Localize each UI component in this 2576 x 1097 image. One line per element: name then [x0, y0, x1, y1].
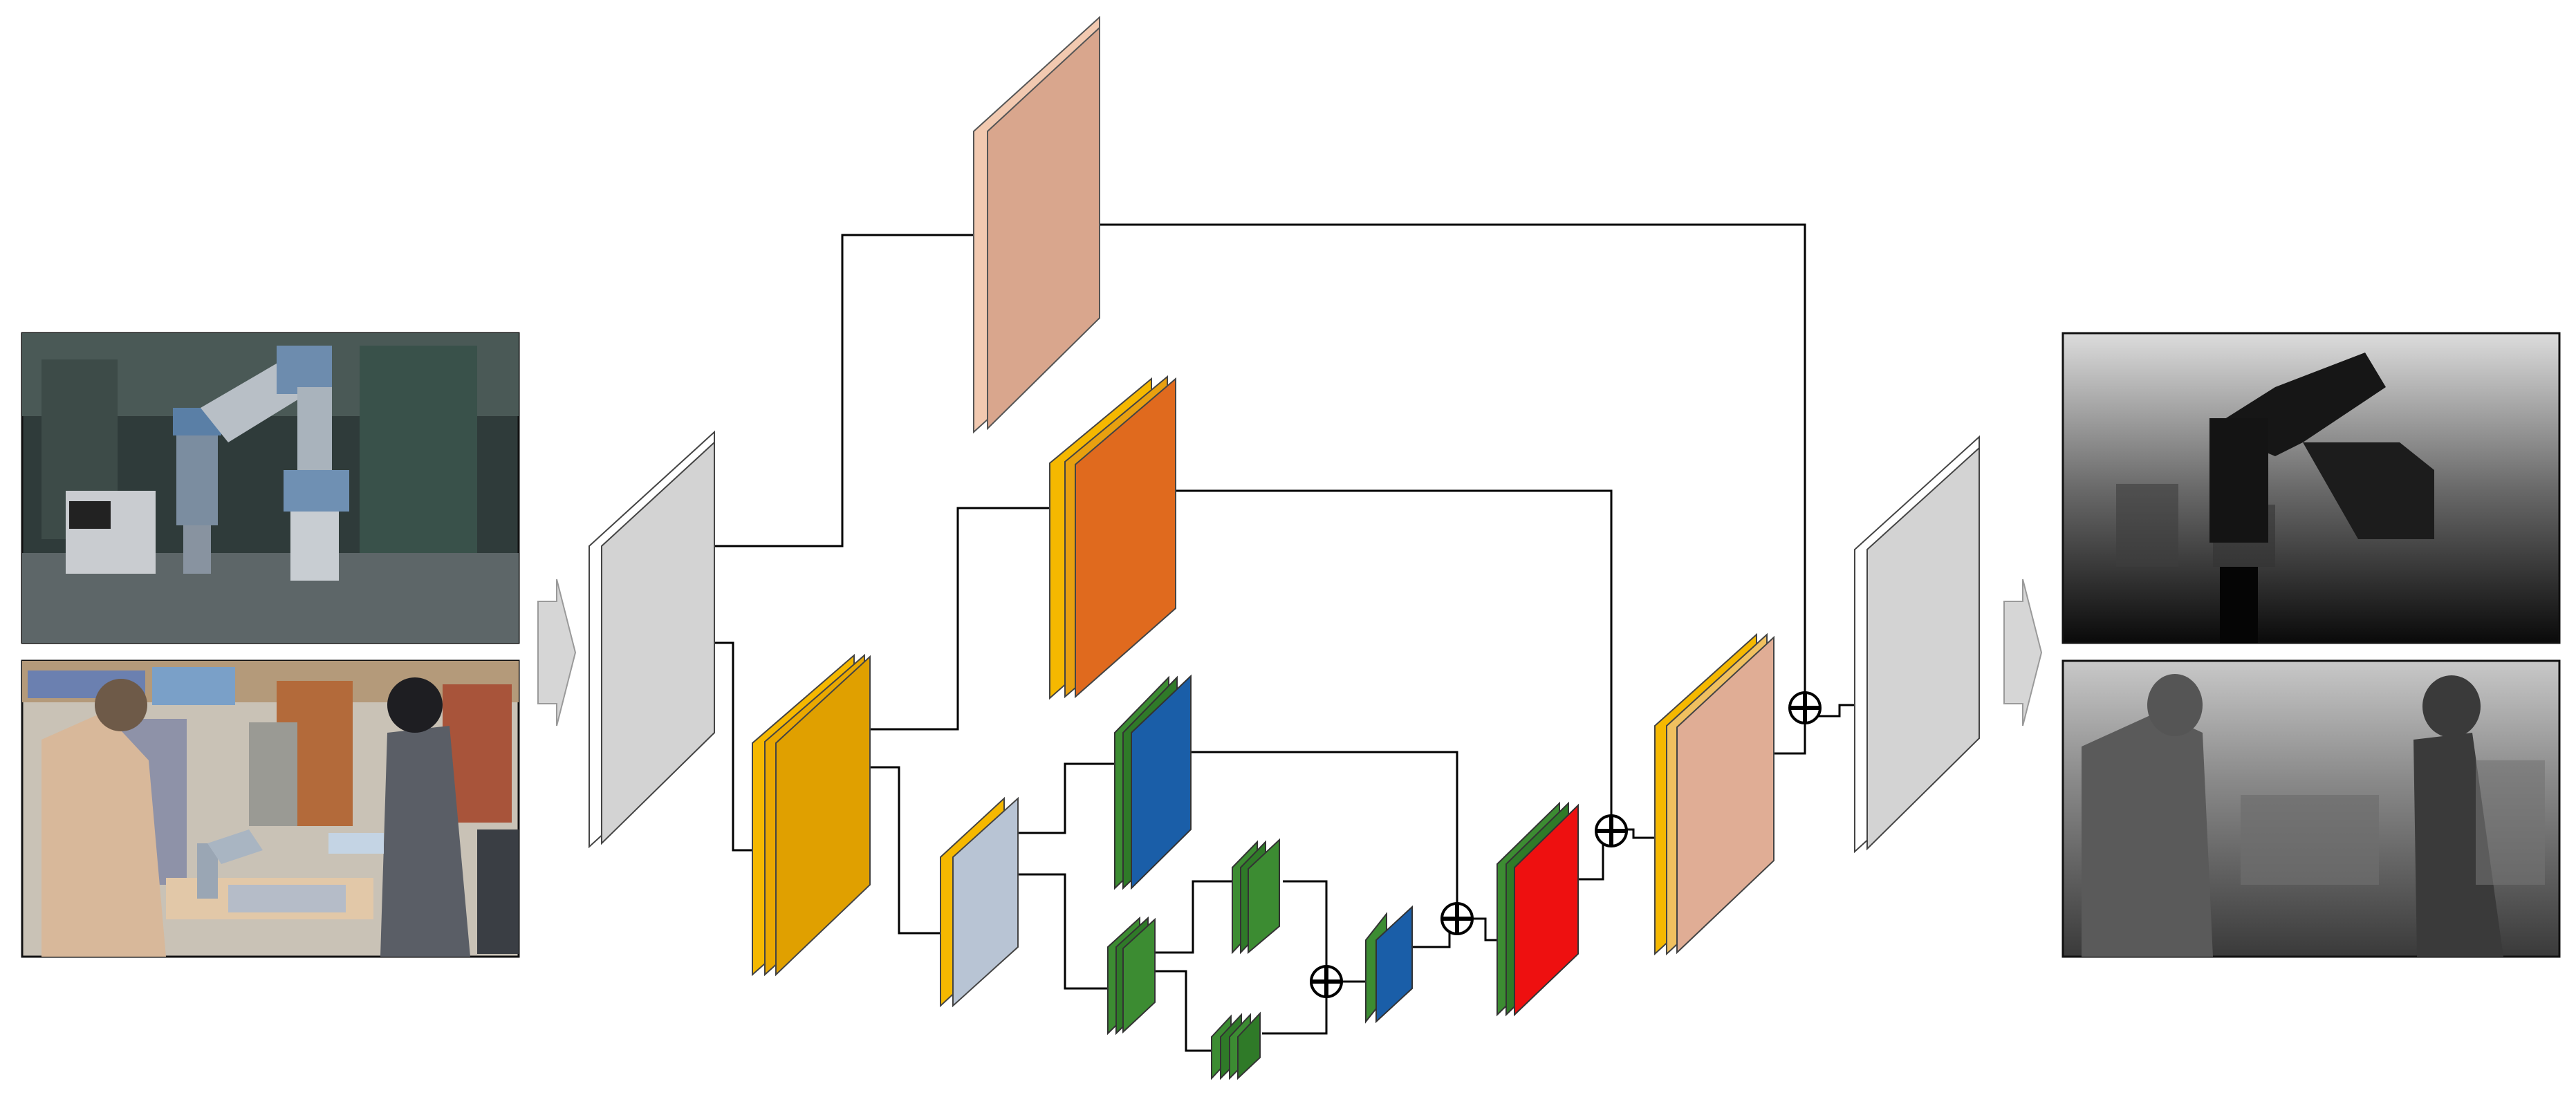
output-arrow-icon	[2003, 579, 2043, 726]
upper-tiny-green-block	[1232, 838, 1280, 955]
top-skip-block	[973, 15, 1100, 434]
depth-map-robot-arm	[2061, 332, 2561, 644]
add-operator-icon	[1440, 902, 1474, 935]
add-operator-icon	[1595, 814, 1628, 847]
skip-connections	[714, 223, 1857, 1052]
light-steel-block	[940, 796, 1019, 1008]
green-blue-block	[1114, 674, 1192, 890]
input-encoder-block	[589, 430, 715, 849]
input-arrow-icon	[537, 579, 577, 726]
add-operator-icon	[1310, 965, 1343, 998]
orange-block	[1049, 375, 1176, 700]
small-green-blue-block	[1365, 905, 1413, 1024]
bottom-tiny-green-block	[1211, 1011, 1261, 1080]
red-block	[1497, 801, 1579, 1017]
output-decoder-block	[1854, 435, 1980, 854]
input-image-robot-arm	[21, 332, 520, 644]
add-operator-icon	[1788, 691, 1822, 724]
input-image-people-lab	[21, 659, 520, 958]
small-green-block	[1107, 916, 1156, 1035]
depth-map-people-lab	[2061, 659, 2561, 958]
amber-block	[752, 653, 871, 977]
decoder-salmon-block	[1654, 632, 1775, 956]
